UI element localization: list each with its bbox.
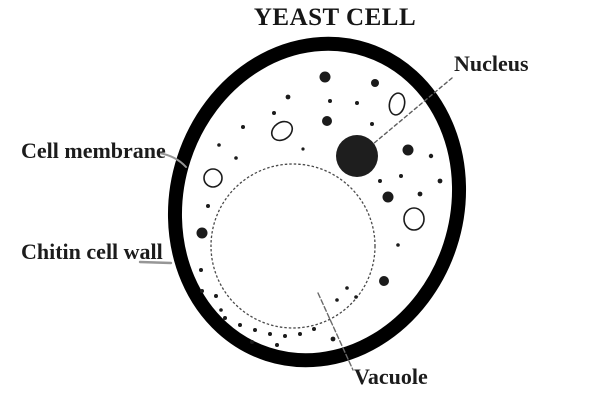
granule-dot (355, 101, 359, 105)
granule-dot (219, 308, 223, 312)
granule-dot (354, 295, 358, 299)
granule-dot (283, 334, 287, 338)
nucleus-circle (336, 135, 378, 177)
organelle-ring (403, 207, 425, 231)
granule-dot (396, 243, 400, 247)
granule-dot (335, 298, 339, 302)
page-title: YEAST CELL (253, 4, 417, 31)
granule-dot (319, 71, 331, 83)
label-nucleus: Nucleus (454, 51, 529, 76)
granule-dot (345, 286, 349, 290)
granule-dot (370, 122, 374, 126)
granule-dot (268, 332, 272, 336)
granule-dot (437, 178, 443, 184)
label-cell-membrane: Cell membrane (21, 138, 166, 163)
nucleus-connector-line (372, 77, 453, 145)
granule-dot (253, 328, 257, 332)
granule-dot (378, 179, 382, 183)
granule-dot (272, 111, 276, 115)
granule-dot (241, 125, 245, 129)
organelle-ring (270, 120, 294, 142)
granule-dot (200, 289, 204, 293)
vacuole-connector-line (317, 292, 354, 371)
granule-dot (196, 227, 208, 239)
granule-dot (312, 327, 316, 331)
chitin-cell-wall-connector-line (138, 260, 173, 265)
granule-dot (285, 94, 291, 100)
granule-dot (250, 340, 254, 344)
cell-membrane-connector-line (158, 152, 187, 168)
granule-dot (399, 174, 403, 178)
granule-dot (330, 336, 336, 342)
granule-dot (199, 268, 203, 272)
granule-dot (371, 79, 379, 87)
granule-dot (402, 144, 414, 156)
granule-dot (214, 294, 218, 298)
granule-dot (379, 276, 389, 286)
organelle-ring (388, 92, 406, 116)
granule-dot (298, 332, 302, 336)
granule-dot (322, 116, 332, 126)
granule-dot (234, 156, 238, 160)
granule-dot (223, 316, 227, 320)
vacuole-circle (210, 163, 376, 329)
label-vacuole: Vacuole (354, 364, 428, 389)
granule-dot (328, 99, 332, 103)
granule-dot (217, 143, 221, 147)
granule-dot (301, 147, 305, 151)
granule-dot (275, 343, 279, 347)
granule-dot (428, 153, 434, 159)
granule-dot (417, 191, 423, 197)
granule-dot (382, 191, 394, 203)
granule-dot (206, 204, 210, 208)
label-chitin-cell-wall: Chitin cell wall (21, 239, 163, 264)
organelle-ring (203, 168, 223, 188)
granule-dot (238, 323, 242, 327)
